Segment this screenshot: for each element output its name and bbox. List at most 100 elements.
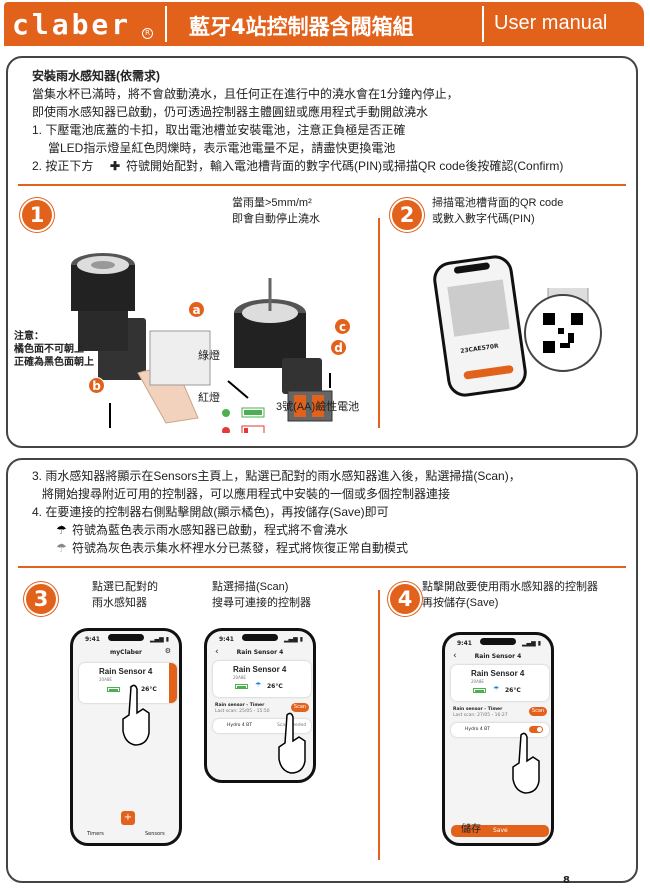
note-text: 橘色面不可朝上: [14, 344, 84, 355]
temperature: 26°C: [267, 683, 283, 690]
divider: [378, 218, 380, 428]
timer-title: Rain sensor - Timer: [215, 703, 265, 708]
plus-icon: ✚: [110, 159, 121, 173]
step-letter: c: [334, 318, 351, 335]
status-time: 9:41: [85, 636, 100, 643]
signal-icon: ▂▄▆ ▮: [149, 636, 169, 643]
instruction-text: 當LED指示燈呈紅色閃爍時，表示電池電量不足，請盡快更換電池: [48, 141, 396, 155]
status-time: 9:41: [219, 636, 234, 643]
scan-button[interactable]: Scan: [291, 703, 309, 712]
section-title: 安裝雨水感知器(依需求): [32, 69, 160, 83]
phone-sensors-screen: 9:41 ▂▄▆ ▮ myClaber ⚙ Rain Sensor 4 20A8…: [70, 628, 182, 846]
instruction-text: 4. 在要連接的控制器右側點擊開啟(顯示橘色)，再按儲存(Save)即可: [32, 505, 389, 519]
gear-icon[interactable]: ⚙: [164, 647, 171, 655]
last-scan: Last scan: 25/05 - 15:50: [215, 709, 270, 714]
step-number: 1: [22, 200, 52, 230]
sensor-name: Rain Sensor 4: [233, 665, 287, 674]
device-name: Hydro 4 BT: [227, 723, 252, 728]
add-button[interactable]: +: [121, 811, 135, 825]
save-button[interactable]: 儲存 Save: [451, 824, 549, 837]
instruction-text: 1. 下壓電池底蓋的卡扣，取出電池槽並安裝電池，注意正負極是否正確: [32, 123, 406, 137]
header-divider: [482, 6, 484, 42]
note-title: 注意：: [14, 331, 44, 342]
instruction-text: 符號為灰色表示集水杯裡水分已蒸發，程式將恢復正常自動模式: [72, 541, 409, 555]
sensor-card: Rain Sensor 4 20A8E ☂ 26°C: [213, 661, 311, 697]
page-title: 藍牙4站控制器含閥箱組: [189, 15, 414, 39]
back-icon[interactable]: ‹: [215, 647, 219, 657]
pin-code: 23CAE570R: [459, 342, 500, 355]
back-icon[interactable]: ‹: [453, 651, 457, 661]
nav-timers[interactable]: Timers: [87, 831, 104, 837]
sensor-card[interactable]: Rain Sensor 4 20A8E ☂ 26°C: [79, 663, 177, 703]
umbrella-icon: ☂: [56, 541, 67, 555]
timer-title: Rain sensor - Timer: [453, 707, 503, 712]
step-number: 2: [392, 200, 422, 230]
phone-notch: [242, 634, 278, 641]
instruction-text: 符號開始配對，輸入電池槽背面的數字代碼(PIN)或掃描QR code後按確認(C…: [126, 159, 564, 173]
signal-icon: ▂▄▆ ▮: [283, 636, 303, 643]
instruction-text: 當集水杯已滿時，將不會啟動澆水，且任何正在進行中的澆水會在1分鐘內停止，: [32, 87, 459, 101]
install-panel: 安裝雨水感知器(依需求) 當集水杯已滿時，將不會啟動澆水，且任何正在進行中的澆水…: [6, 56, 638, 448]
phone-scan-screen: 9:41 ▂▄▆ ▮ ‹ Rain Sensor 4 Rain Sensor 4…: [204, 628, 316, 783]
step-label: 雨水感知器: [92, 597, 147, 609]
battery-icon: [107, 687, 120, 692]
temperature: 26°C: [141, 686, 157, 693]
green-led-label: 綠燈: [198, 350, 220, 362]
umbrella-icon: ☂: [255, 681, 262, 689]
phone-save-screen: 9:41 ▂▄▆ ▮ ‹ Rain Sensor 4 Rain Sensor 4…: [442, 632, 554, 846]
tap-hand-icon: [122, 684, 150, 746]
umbrella-icon: ☂: [56, 523, 67, 537]
tap-hand-icon: [278, 712, 306, 774]
rain-label: 當雨量>5mm/m²: [232, 197, 312, 209]
led-label: Led: [234, 331, 253, 343]
battery-label: 3號(AA)鹼性電池: [276, 401, 360, 413]
device-toggle[interactable]: [529, 726, 543, 733]
sensor-name: Rain Sensor 4: [471, 669, 525, 678]
signal-icon: ▂▄▆ ▮: [521, 640, 541, 647]
instruction-text: 2. 按正下方: [32, 159, 94, 173]
step-letter: b: [88, 377, 105, 394]
instruction-text: 即使雨水感知器已啟動，仍可透過控制器主體圓鈕或應用程式手動開啟澆水: [32, 105, 429, 119]
page-number: 8: [563, 875, 570, 886]
step-label: 點選掃描(Scan): [212, 581, 289, 593]
tap-hand-icon: [512, 732, 540, 794]
instruction-text: 符號為藍色表示雨水感知器已啟動，程式將不會澆水: [72, 523, 349, 537]
camera-preview: [447, 279, 510, 337]
device-name: Hydro 4 BT: [465, 727, 490, 732]
rain-sensor-left: [71, 253, 146, 380]
rain-label: 即會自動停止澆水: [232, 213, 320, 225]
divider: [378, 590, 380, 860]
instruction-text: 3. 雨水感知器將顯示在Sensors主頁上，點選已配對的雨水感知器進入後，點選…: [32, 469, 521, 483]
step-label: 再按儲存(Save): [422, 597, 499, 609]
step-letter: d: [330, 339, 347, 356]
scan-label: 或數入數字代碼(PIN): [432, 213, 535, 225]
header-bar: claber R 藍牙4站控制器含閥箱組 User manual: [4, 2, 644, 46]
sensor-id: 20A8E: [99, 677, 112, 682]
nav-sensors[interactable]: Sensors: [145, 831, 165, 837]
note-text: 正確為黑色面朝上: [14, 357, 94, 368]
divider: [18, 566, 626, 568]
sensor-id: 20A8E: [471, 679, 484, 684]
confirm-button[interactable]: [463, 364, 514, 380]
step-label: 點選已配對的: [92, 581, 158, 593]
rain-sensor-right: [234, 278, 322, 394]
step-label: 搜尋可連接的控制器: [212, 597, 311, 609]
app-title: myClaber: [110, 649, 142, 656]
temperature: 26°C: [505, 687, 521, 694]
phone-notch: [480, 638, 516, 645]
scan-label: 掃描電池槽背面的QR code: [432, 197, 564, 209]
save-label: 儲存: [461, 824, 481, 835]
divider: [18, 184, 626, 186]
phone-notch: [453, 262, 491, 275]
header-divider: [165, 6, 167, 42]
umbrella-icon: ☂: [493, 685, 500, 693]
sensor-id: 20A8E: [233, 675, 246, 680]
scan-button[interactable]: Scan: [529, 707, 547, 716]
step-label: 點擊開啟要使用雨水感知器的控制器: [422, 581, 598, 593]
step-number: 3: [26, 584, 56, 614]
step-number: 4: [390, 584, 420, 614]
sensor-tab: [169, 663, 177, 703]
sensor-name: Rain Sensor 4: [99, 667, 153, 676]
connect-panel: 3. 雨水感知器將顯示在Sensors主頁上，點選已配對的雨水感知器進入後，點選…: [6, 458, 638, 883]
status-time: 9:41: [457, 640, 472, 647]
